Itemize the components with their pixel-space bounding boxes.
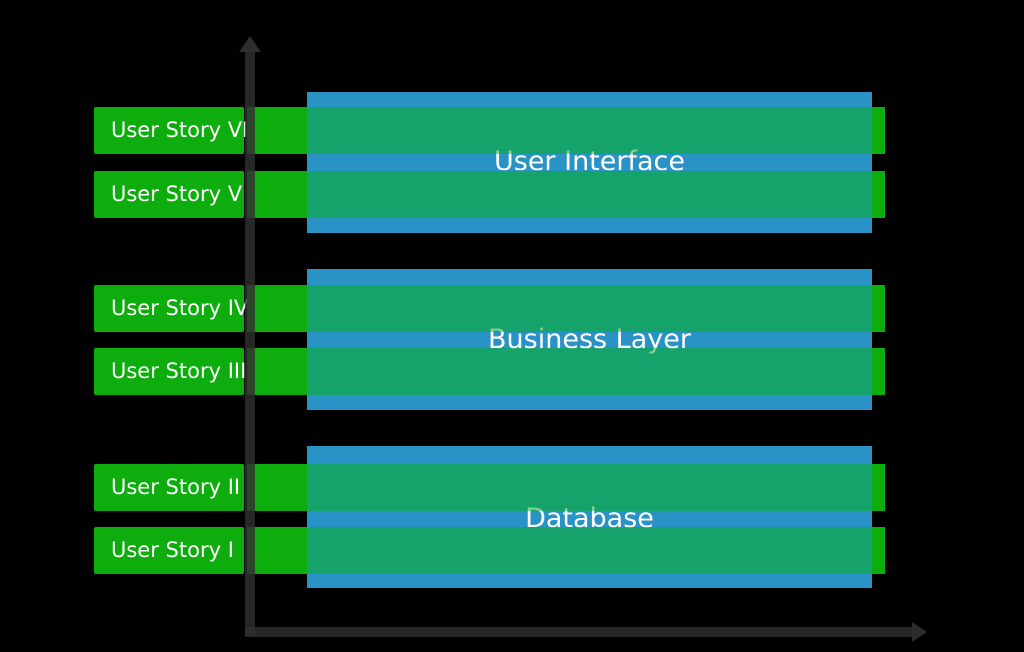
layer-title-user-interface: User Interface User Interface User Inter… <box>307 145 872 179</box>
y-axis-line <box>245 50 255 636</box>
layer-title-business-layer: Business Layer Business Layer Business L… <box>307 323 872 357</box>
layer-title-text: Business Layer <box>488 324 691 355</box>
layer-box-database: Database Database Database <box>307 446 872 588</box>
x-axis-line <box>245 627 913 637</box>
layer-overlap-band <box>307 171 872 218</box>
layer-title-text: Business Layer <box>488 324 691 355</box>
layer-overlap-band <box>307 107 872 154</box>
layer-overlap-band <box>307 527 872 574</box>
layer-title-database: Database Database Database <box>307 502 872 536</box>
layer-title-text: Business Layer <box>488 324 691 355</box>
user-story-iii-label: User Story III <box>94 348 246 395</box>
x-axis-right-arrow-icon <box>912 622 927 642</box>
layer-box-business-layer: Business Layer Business Layer Business L… <box>307 269 872 410</box>
layer-overlap-band <box>307 348 872 395</box>
user-story-v-label: User Story V <box>94 171 244 218</box>
layer-title-text: User Interface <box>493 146 685 177</box>
user-story-i-label: User Story I <box>94 527 244 574</box>
layer-box-user-interface: User Interface User Interface User Inter… <box>307 92 872 233</box>
user-story-ii-label: User Story II <box>94 464 244 511</box>
y-axis-up-arrow-icon <box>239 36 261 52</box>
layer-title-text: User Interface <box>493 146 685 177</box>
layer-overlap-band <box>307 285 872 332</box>
user-story-vi-label: User Story VI <box>94 107 248 154</box>
layer-title-text: User Interface <box>493 146 685 177</box>
layer-overlap-band <box>307 464 872 511</box>
layer-title-text: Database <box>525 503 654 534</box>
layer-title-text: Database <box>525 503 654 534</box>
user-story-iv-label: User Story IV <box>94 285 248 332</box>
layer-title-text: Database <box>525 503 654 534</box>
